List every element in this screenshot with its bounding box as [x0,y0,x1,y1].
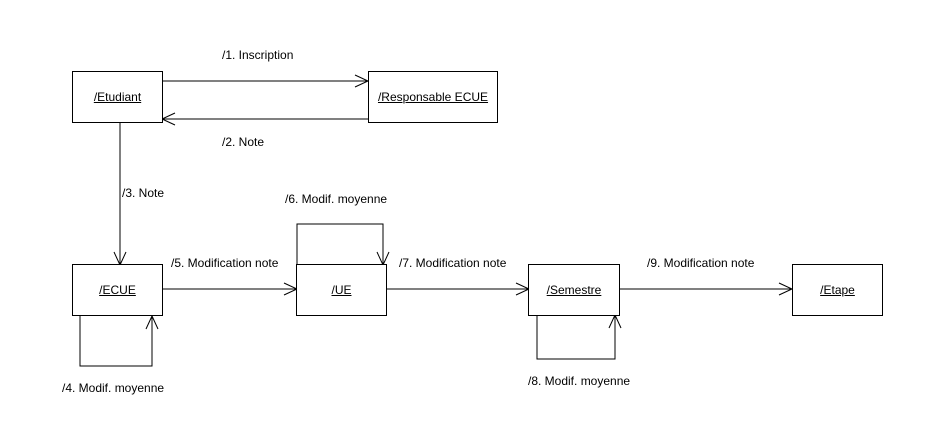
link-semestre-etape [619,282,794,296]
message-label-9: /9. Modification note [647,256,755,270]
object-ecue-label: /ECUE [99,283,136,297]
object-semestre[interactable]: /Semestre [528,264,620,316]
link-ecue-self [79,314,159,367]
message-label-6: /6. Modif. moyenne [285,192,388,206]
object-responsable-ecue[interactable]: /Responsable ECUE [368,71,498,123]
object-ecue[interactable]: /ECUE [72,264,163,316]
link-ue-self [296,223,390,267]
message-label-2: /2. Note [222,135,265,149]
message-label-8: /8. Modif. moyenne [528,374,631,388]
object-ue[interactable]: /UE [296,264,387,316]
object-etudiant-label: /Etudiant [93,90,142,104]
message-label-4: /4. Modif. moyenne [62,381,165,395]
message-label-1: /1. Inscription [222,48,294,62]
link-semestre-self [536,313,622,360]
link-inscription [162,74,370,88]
object-etape[interactable]: /Etape [792,264,883,316]
link-ecue-ue [162,282,299,296]
object-ue-label: /UE [331,283,352,297]
message-label-7: /7. Modification note [399,256,507,270]
message-label-5: /5. Modification note [171,256,279,270]
object-etape-label: /Etape [820,283,855,297]
message-label-3: /3. Note [122,186,165,200]
link-ue-semestre [386,282,531,296]
link-note-return [160,112,368,126]
object-responsable-ecue-label: /Responsable ECUE [377,90,489,104]
object-etudiant[interactable]: /Etudiant [72,71,163,123]
object-semestre-label: /Semestre [546,283,602,297]
